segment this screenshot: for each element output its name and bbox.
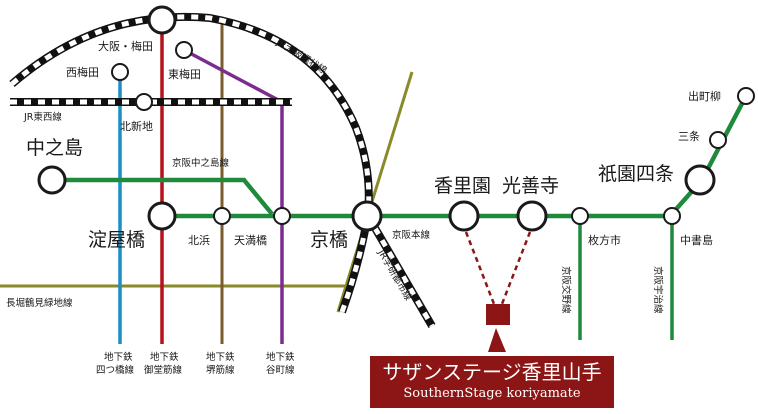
jr-gakkentoshi-line bbox=[364, 213, 436, 329]
jr-tozai-line-label: JR東西線 bbox=[23, 111, 62, 123]
station-kitashinchi-label: 北新地 bbox=[120, 119, 153, 133]
station-kitahama-marker bbox=[213, 207, 231, 225]
station-kitashinchi-marker bbox=[135, 93, 153, 111]
yotsubashi-caption-2: 四つ橋線 bbox=[96, 364, 135, 376]
jr-loop-line bbox=[9, 12, 373, 314]
tanimachi-caption-2: 谷町線 bbox=[266, 364, 295, 376]
station-chushojima-label: 中書島 bbox=[680, 233, 713, 247]
station-nishiumeda-label: 西梅田 bbox=[66, 65, 99, 79]
nagahori-line-label: 長堀鶴見緑地線 bbox=[6, 297, 73, 309]
station-nakanoshima-marker bbox=[37, 165, 67, 195]
uji-line-label: 京阪宇治線 bbox=[652, 266, 664, 314]
station-tenmabashi-label: 天満橋 bbox=[234, 233, 267, 247]
keihan-main-line bbox=[162, 94, 748, 219]
station-kitahama-label: 北浜 bbox=[188, 234, 210, 247]
property-pointer bbox=[488, 328, 506, 352]
keihan-main-line-label: 京阪本線 bbox=[392, 229, 431, 241]
property-name-jp: サザンステージ香里山手 bbox=[382, 360, 602, 384]
station-kyobashi-marker bbox=[351, 200, 383, 232]
station-korien-label: 香里園 bbox=[434, 175, 491, 197]
station-sanjo-label: 三条 bbox=[678, 129, 700, 143]
tanimachi-line bbox=[183, 48, 284, 344]
station-gionshijo-label: 祇園四条 bbox=[598, 163, 674, 185]
station-kyobashi-label: 京橋 bbox=[310, 229, 348, 251]
station-hirakatashi-label: 枚方市 bbox=[588, 233, 621, 247]
jr-loop-line-label: JR大阪環状線 bbox=[274, 36, 330, 77]
keihan-nakanoshima-line-label: 京阪中之島線 bbox=[172, 157, 230, 169]
station-yodoyabashi-marker bbox=[147, 201, 177, 231]
station-osaka-umeda-marker bbox=[147, 5, 177, 35]
station-gionshijo-marker bbox=[684, 164, 716, 196]
nagahori-tsurumi-line bbox=[0, 71, 414, 313]
property-name-en: SouthernStage koriyamate bbox=[403, 386, 581, 401]
yotsubashi-caption-1: 地下鉄 bbox=[104, 351, 133, 363]
katano-line-label: 京阪交野線 bbox=[560, 266, 572, 314]
station-nishiumeda-marker bbox=[111, 63, 129, 81]
property-connectors bbox=[464, 231, 532, 305]
station-tenmabashi-marker bbox=[273, 207, 291, 225]
station-kozenji-label: 光善寺 bbox=[502, 175, 559, 197]
station-higashiumeda-label: 東梅田 bbox=[168, 67, 201, 81]
midosuji-caption-1: 地下鉄 bbox=[150, 351, 179, 363]
midosuji-caption-2: 御堂筋線 bbox=[144, 364, 183, 376]
station-nakanoshima-label: 中之島 bbox=[26, 137, 83, 159]
property-label-box: サザンステージ香里山手 SouthernStage koriyamate bbox=[370, 356, 614, 408]
station-sanjo-marker bbox=[709, 131, 727, 149]
station-yodoyabashi-label: 淀屋橋 bbox=[88, 229, 145, 251]
station-kozenji-marker bbox=[516, 200, 548, 232]
keihan-nakanoshima-line bbox=[52, 177, 274, 216]
station-hirakatashi-marker bbox=[571, 207, 589, 225]
station-korien-marker bbox=[448, 200, 480, 232]
station-chushojima-marker bbox=[663, 207, 681, 225]
property-marker bbox=[486, 304, 510, 325]
station-demachiyanagi-marker bbox=[737, 87, 755, 105]
sakaisuji-caption-2: 堺筋線 bbox=[206, 364, 235, 376]
tanimachi-caption-1: 地下鉄 bbox=[266, 351, 295, 363]
sakaisuji-caption-1: 地下鉄 bbox=[206, 351, 235, 363]
station-osaka-umeda-label: 大阪・梅田 bbox=[98, 39, 153, 53]
station-demachiyanagi-label: 出町柳 bbox=[688, 89, 721, 103]
station-higashiumeda-marker bbox=[175, 41, 193, 59]
